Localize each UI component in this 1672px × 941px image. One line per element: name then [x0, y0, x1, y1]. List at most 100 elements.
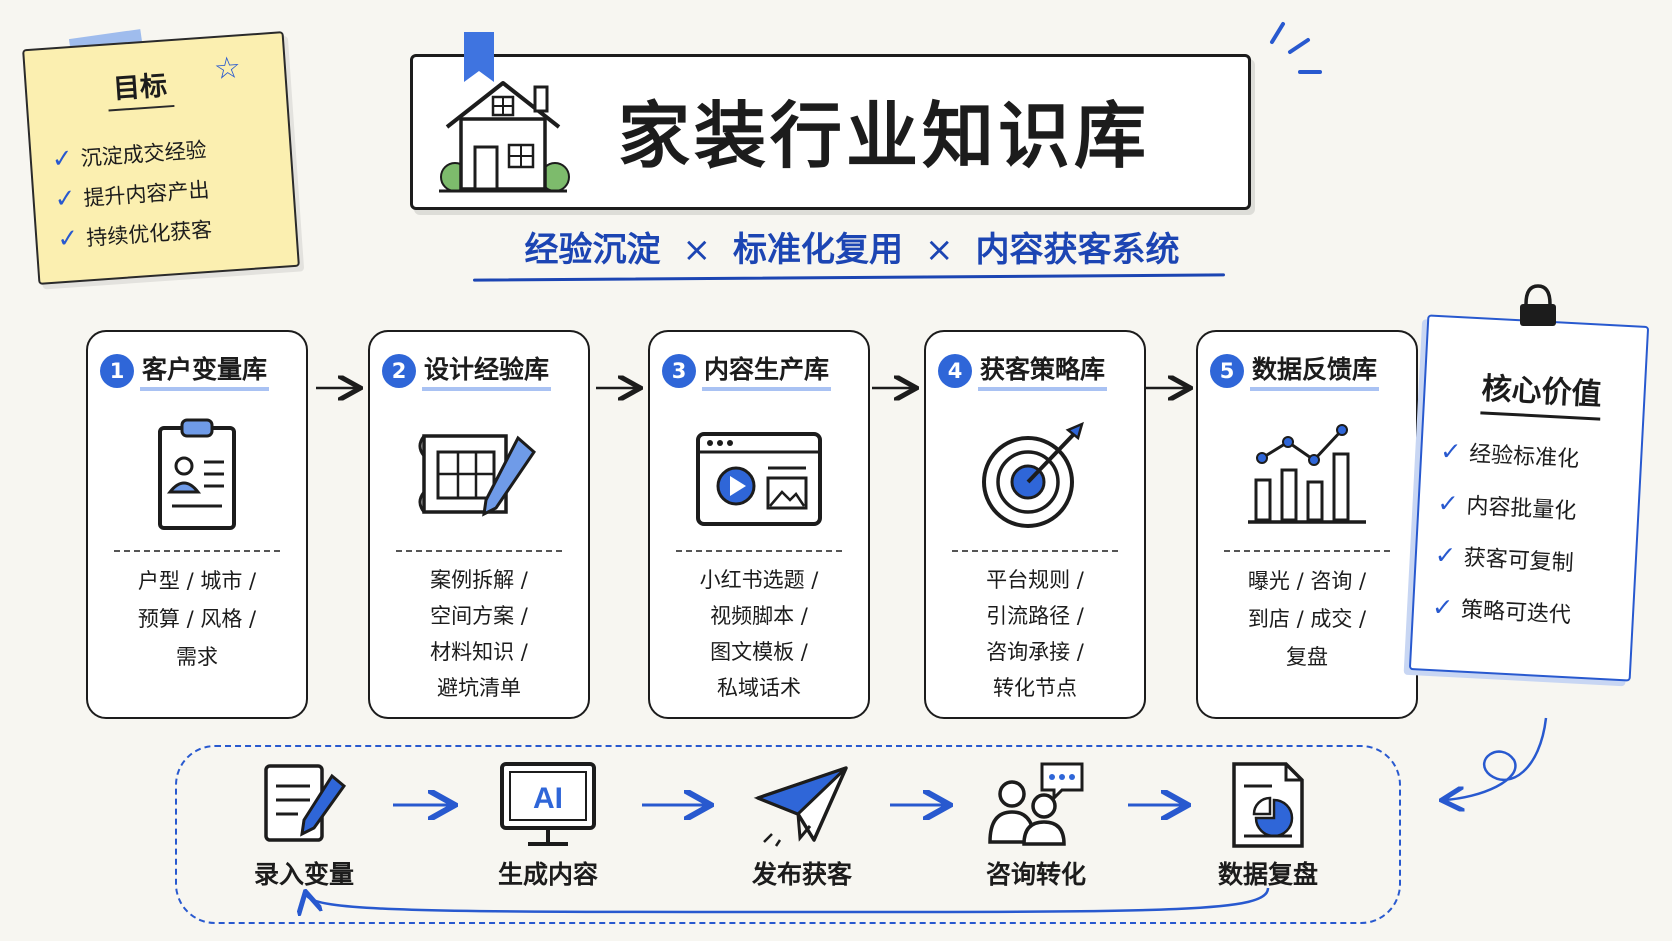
notepad-pencil-icon	[264, 764, 347, 842]
workflow-step-input-variables: 录入变量	[214, 760, 394, 900]
core-item: ✓获客可复制	[1434, 540, 1575, 577]
core-item: ✓经验标准化	[1439, 436, 1580, 473]
workflow-step-publish-acquire: 发布获客	[712, 760, 892, 900]
step-label: 生成内容	[497, 860, 598, 889]
subtitle-separator: ×	[925, 230, 954, 270]
bar-line-chart-icon	[1248, 424, 1366, 524]
subtitle-separator: ×	[682, 230, 712, 270]
module-number: 4	[938, 353, 972, 388]
divider	[676, 550, 842, 552]
subtitle-part: 经验沉淀	[524, 230, 661, 270]
loop-return-arrow	[306, 888, 1270, 912]
check-icon: ✓	[1436, 488, 1460, 519]
module-item: 曝光 /	[1247, 569, 1304, 593]
module-item: 城市 /	[200, 569, 257, 593]
module-item: 视频脚本 /	[710, 604, 808, 628]
module-item: 户型 /	[137, 569, 194, 593]
module-title: 数据反馈库	[1250, 350, 1380, 391]
divider	[114, 550, 280, 552]
module-item: 成交 /	[1310, 607, 1367, 631]
people-chat-icon	[988, 762, 1084, 846]
check-icon: ✓	[1431, 592, 1454, 623]
module-item: 图文模板 /	[710, 640, 808, 664]
check-icon: ✓	[53, 183, 77, 214]
core-title: 核心价值	[1480, 363, 1603, 421]
module-title: 内容生产库	[702, 350, 832, 391]
module-item: 空间方案 /	[430, 604, 528, 628]
module-number: 5	[1210, 353, 1244, 388]
module-number: 2	[382, 353, 416, 388]
module-item: 复盘	[1286, 645, 1328, 669]
module-item: 转化节点	[993, 676, 1077, 700]
core-item: ✓策略可迭代	[1431, 592, 1572, 629]
blueprint-pencil-icon	[418, 434, 536, 517]
divider	[952, 550, 1118, 552]
module-title: 客户变量库	[140, 350, 270, 391]
star-icon: ☆	[212, 50, 243, 88]
goal-list: ✓沉淀成交经验 ✓提升内容产出 ✓持续优化获客	[50, 129, 213, 260]
core-value-panel: 核心价值 ✓经验标准化 ✓内容批量化 ✓获客可复制 ✓策略可迭代	[1408, 314, 1650, 682]
goal-title: 目标	[105, 63, 175, 112]
module-item: 私域话术	[717, 676, 801, 700]
module-item: 咨询 /	[1310, 569, 1367, 593]
module-number: 3	[662, 353, 696, 388]
step-label: 咨询转化	[985, 860, 1086, 889]
module-item: 到店 /	[1247, 607, 1304, 631]
step-label: 发布获客	[751, 860, 852, 889]
module-items: 平台规则 / 引流路径 / 咨询承接 / 转化节点	[936, 562, 1134, 706]
paper-plane-icon	[753, 766, 848, 847]
module-item: 小红书选题 /	[699, 568, 819, 592]
module-item: 避坑清单	[437, 676, 521, 700]
binder-clip-icon	[1520, 284, 1556, 326]
module-items: 案例拆解 / 空间方案 / 材料知识 / 避坑清单	[380, 562, 578, 706]
workflow-step-consult-convert: 咨询转化	[946, 760, 1126, 900]
report-chart-icon	[1232, 762, 1304, 848]
module-items: 户型 / 城市 / 预算 / 风格 / 需求	[114, 562, 280, 676]
core-list: ✓经验标准化 ✓内容批量化 ✓获客可复制 ✓策略可迭代	[1431, 425, 1581, 640]
workflow-step-data-review: 数据复盘	[1178, 760, 1358, 900]
check-icon: ✓	[1434, 540, 1457, 571]
module-title: 设计经验库	[422, 350, 552, 391]
check-icon: ✓	[50, 143, 74, 174]
module-item: 预算 /	[137, 607, 194, 631]
module-item: 案例拆解 /	[430, 568, 528, 592]
step-label: 数据复盘	[1217, 860, 1318, 889]
target-icon	[982, 421, 1084, 528]
title-banner: 家装行业知识库	[410, 54, 1251, 210]
subtitle: 经验沉淀×标准化复用×内容获客系统	[472, 222, 1232, 278]
module-items: 曝光 / 咨询 / 到店 / 成交 / 复盘	[1224, 562, 1390, 676]
workflow-loop	[175, 745, 1401, 924]
step-label: 录入变量	[253, 860, 354, 889]
house-icon	[439, 81, 570, 193]
divider	[1224, 550, 1390, 552]
module-item: 需求	[176, 645, 218, 669]
check-icon: ✓	[1439, 436, 1463, 467]
spark-lines	[1270, 22, 1322, 74]
divider	[396, 550, 562, 552]
workflow-step-generate-content: AI 生成内容	[458, 760, 638, 900]
module-item: 咨询承接 /	[986, 640, 1084, 664]
subtitle-part: 内容获客系统	[975, 230, 1180, 270]
module-number: 1	[100, 353, 134, 388]
video-window-icon	[696, 432, 822, 526]
module-item: 引流路径 /	[986, 604, 1084, 628]
core-to-loop-arrow	[1444, 717, 1548, 800]
module-items: 小红书选题 / 视频脚本 / 图文模板 / 私域话术	[660, 562, 858, 706]
module-item: 平台规则 /	[986, 568, 1084, 592]
module-item: 材料知识 /	[430, 640, 528, 664]
check-icon: ✓	[56, 222, 80, 254]
module-title: 获客策略库	[978, 350, 1108, 391]
ai-badge: AI	[533, 782, 563, 815]
module-item: 风格 /	[200, 607, 257, 631]
